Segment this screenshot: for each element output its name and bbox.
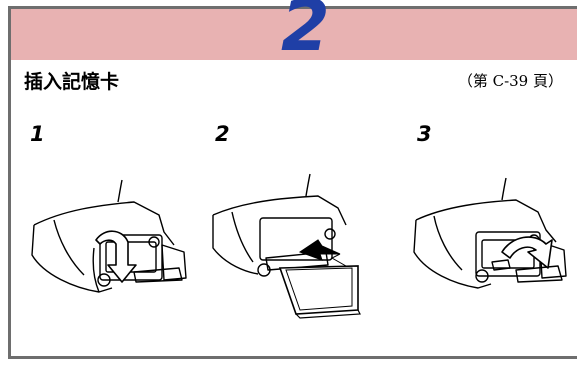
rotate-up-arrow-icon <box>501 236 553 269</box>
illustration-insert-card <box>208 170 388 320</box>
step-label-3: 3 <box>417 122 432 146</box>
illustration-open-cover <box>24 170 194 305</box>
header-band: 2 <box>11 0 577 61</box>
step-label-2: 2 <box>215 122 230 146</box>
page-reference: （第 C-39 頁） <box>457 72 563 90</box>
step-number: 2 <box>281 0 330 67</box>
section-title: 插入記憶卡 <box>24 71 120 93</box>
insert-card-arrow-icon <box>298 239 347 267</box>
step-label-1: 1 <box>30 122 45 146</box>
memory-card <box>278 265 361 319</box>
rotate-down-arrow-icon <box>95 230 137 283</box>
illustration-close-cover <box>406 170 576 305</box>
